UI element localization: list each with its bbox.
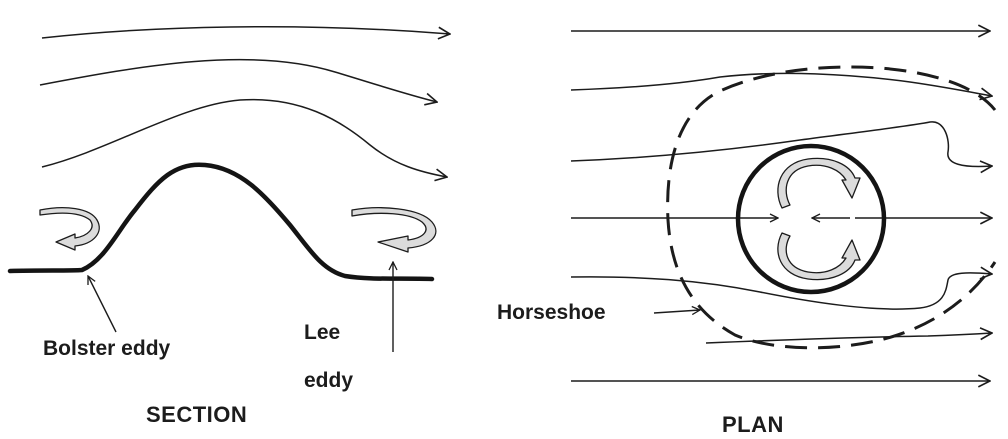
plan-title: PLAN [722, 412, 784, 438]
lower-vortex-swirl-icon [778, 233, 860, 280]
section-streamline-1 [42, 27, 450, 38]
bolster-eddy-swirl-icon [40, 208, 99, 250]
section-view [10, 27, 450, 352]
obstacle-circle [738, 146, 884, 292]
plan-streamline-6 [706, 333, 992, 343]
section-streamline-2 [40, 60, 437, 102]
dune-bed-profile [10, 165, 432, 279]
plan-view [571, 31, 995, 381]
bolster-eddy-label: Bolster eddy [43, 337, 170, 361]
horseshoe-pointer-arrow [654, 310, 700, 313]
upper-vortex-swirl-icon [778, 158, 860, 208]
section-title: SECTION [146, 402, 247, 428]
plan-streamline-3 [571, 122, 992, 167]
section-streamline-3 [42, 100, 447, 177]
lee-eddy-swirl-icon [352, 208, 436, 252]
bolster-eddy-pointer-arrow [88, 276, 116, 332]
plan-streamline-5 [571, 273, 992, 309]
lee-label: Lee [304, 321, 340, 345]
horseshoe-label: Horseshoe [497, 301, 606, 325]
eddy-label: eddy [304, 369, 353, 393]
horseshoe-vortex-outline [668, 67, 995, 348]
